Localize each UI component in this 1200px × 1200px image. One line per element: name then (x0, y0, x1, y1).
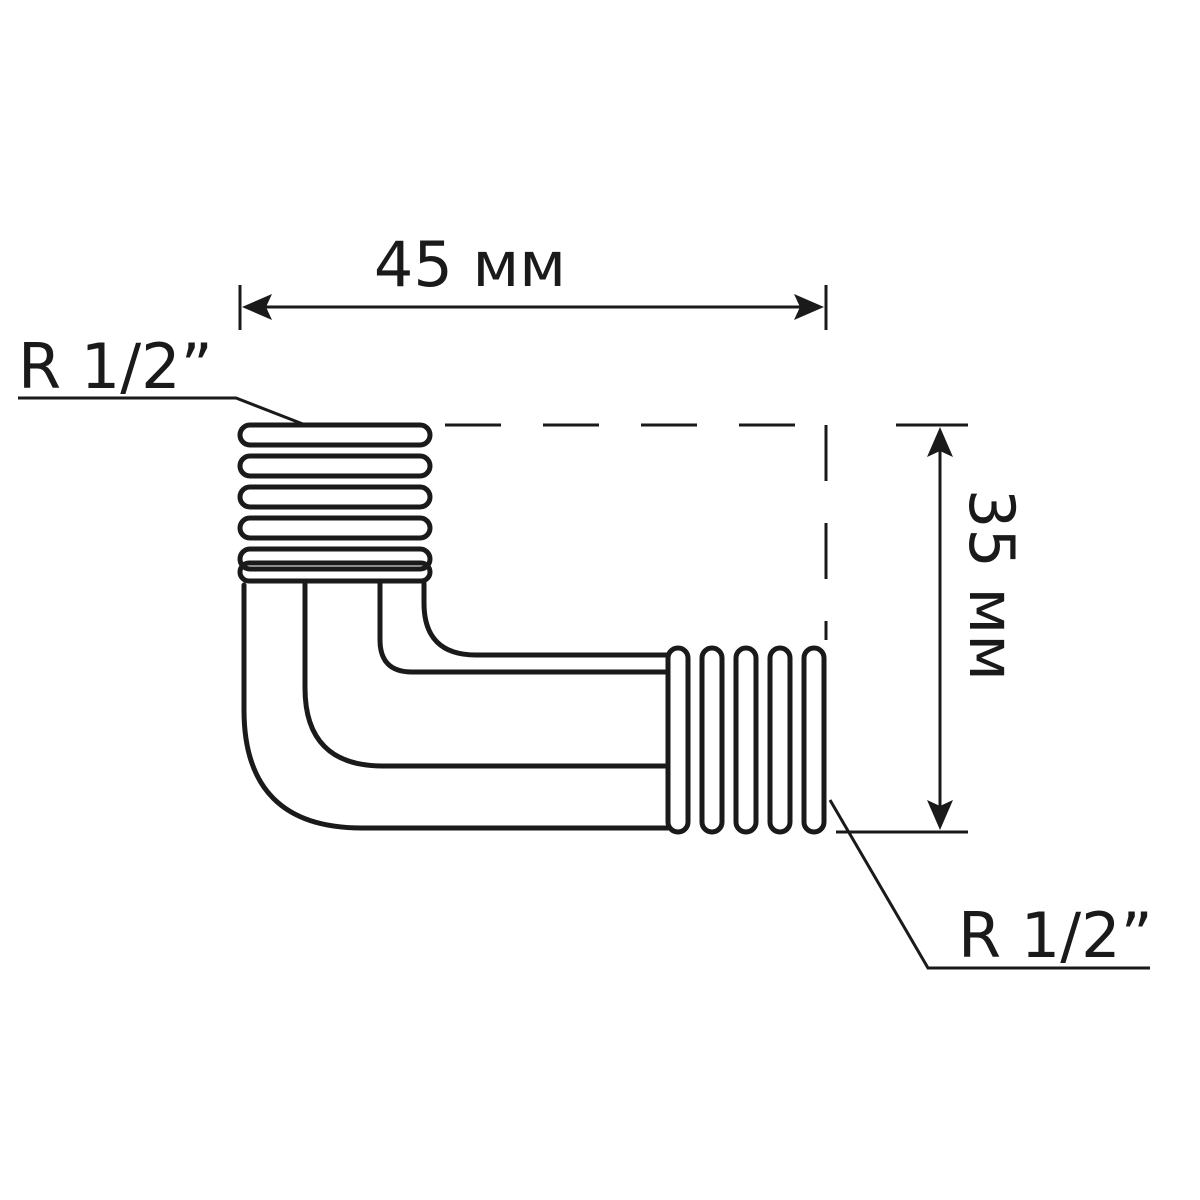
width-arrow-right (794, 294, 824, 320)
right-thread-ring-4 (767, 645, 793, 835)
right-thread (665, 645, 827, 835)
top-thread-callout: R 1/2” (18, 330, 309, 428)
bottom-thread-label: R 1/2” (958, 899, 1153, 972)
envelope-dashes (445, 423, 828, 640)
bottom-thread-callout: R 1/2” (828, 799, 1153, 972)
top-thread-ring-2 (237, 453, 433, 479)
right-thread-ring-3 (733, 645, 759, 835)
height-dimension: 35 мм (836, 423, 1028, 834)
top-thread (237, 422, 433, 584)
top-thread-leader (18, 396, 309, 428)
elbow-inner-line-2 (377, 580, 671, 675)
elbow-body (241, 580, 671, 831)
width-arrow-left (242, 294, 272, 320)
bottom-thread-leader (828, 799, 1150, 970)
height-label: 35 мм (955, 489, 1028, 681)
right-thread-ring-5 (801, 645, 827, 835)
elbow-inner-contour (421, 580, 671, 658)
width-label: 45 мм (374, 228, 566, 301)
right-thread-ring-1 (665, 645, 691, 835)
elbow-outer-contour (241, 582, 671, 831)
elbow-inner-line-1 (302, 580, 671, 769)
top-thread-ring-4 (237, 515, 433, 541)
top-thread-label: R 1/2” (18, 330, 213, 403)
right-thread-ring-2 (699, 645, 725, 835)
top-thread-ring-1 (237, 422, 433, 448)
top-thread-ring-6 (237, 560, 433, 584)
width-dimension: 45 мм (238, 228, 828, 330)
top-thread-ring-5 (237, 546, 433, 572)
height-arrow-top (927, 427, 953, 457)
top-thread-ring-3 (237, 484, 433, 510)
height-arrow-bottom (927, 800, 953, 830)
